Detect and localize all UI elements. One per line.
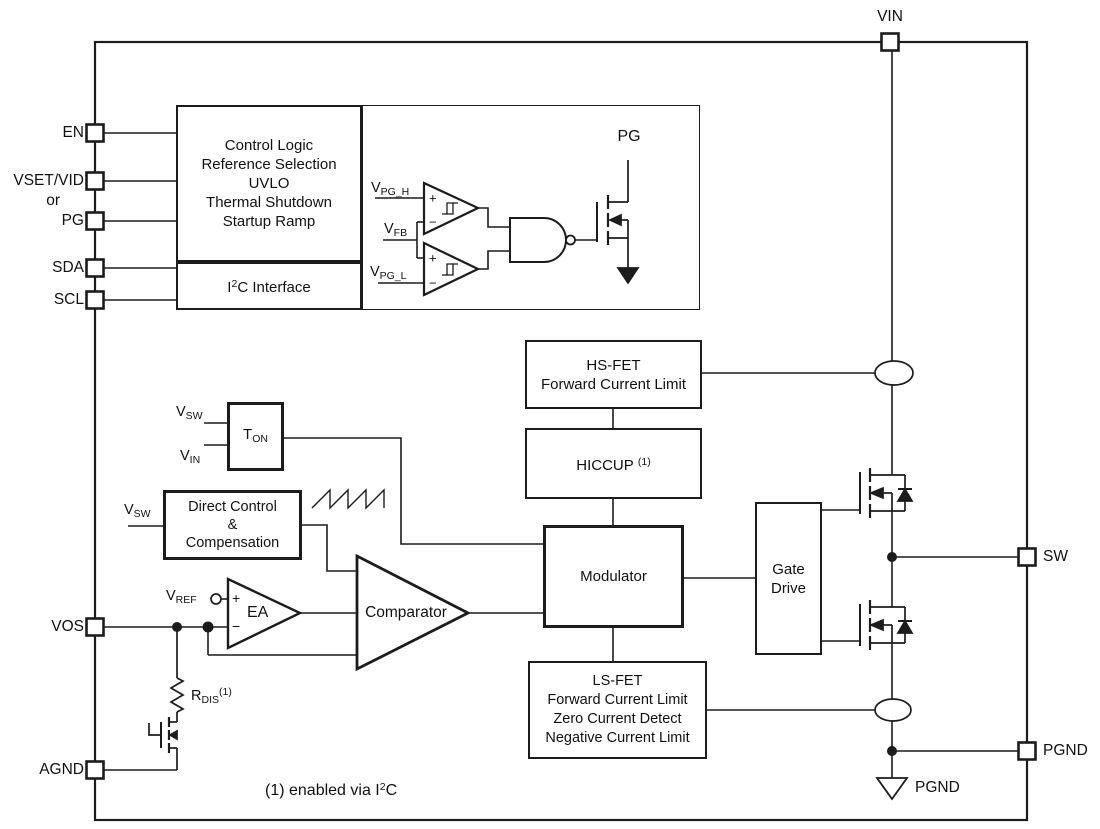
ea-label: EA bbox=[247, 604, 269, 621]
vsw-direct-label: VSW bbox=[124, 502, 151, 520]
direct-control-line: Compensation bbox=[185, 535, 280, 551]
ls-fet-line: Zero Current Detect bbox=[553, 711, 682, 727]
pg-ground-arrow-icon bbox=[616, 267, 640, 285]
comparator-triangle-icon bbox=[355, 553, 472, 672]
power-rail-wires bbox=[891, 51, 1019, 778]
power-good-block bbox=[362, 105, 700, 310]
gate-drive-line: Drive bbox=[770, 579, 806, 597]
discharge-fet-icon bbox=[148, 717, 178, 770]
rdis-resistor-icon bbox=[169, 627, 185, 722]
pg-low-minus-mark: − bbox=[429, 275, 437, 291]
ton-label: TON bbox=[243, 425, 268, 445]
pg-circuit-wires bbox=[375, 197, 597, 284]
pin-square-agnd bbox=[85, 760, 105, 780]
direct-control-line: & bbox=[227, 517, 238, 533]
ea-plus-mark: + bbox=[232, 590, 241, 606]
pin-label-pgnd: PGND bbox=[1043, 742, 1088, 759]
vin-ton-label: VIN bbox=[180, 448, 201, 466]
control-logic-line: Startup Ramp bbox=[222, 213, 316, 230]
i2c-interface-label: I2C Interface bbox=[227, 278, 311, 296]
pin-label-vset-vid: VSET/VID bbox=[13, 172, 84, 189]
pin-squares bbox=[85, 32, 1037, 780]
ground-symbol-label: PGND bbox=[915, 779, 960, 796]
vref-label: VREF bbox=[166, 588, 197, 606]
vfb-label: VFB bbox=[384, 221, 408, 239]
current-sense-top-icon bbox=[874, 360, 914, 386]
ls-fet-line: Negative Current Limit bbox=[545, 730, 690, 746]
pgnd-ground-symbol-icon bbox=[875, 777, 909, 801]
gate-drive-line: Gate bbox=[772, 560, 805, 578]
control-logic-line: Thermal Shutdown bbox=[206, 194, 332, 211]
high-side-fet-icon bbox=[859, 468, 914, 518]
direct-control-block: Direct Control & Compensation bbox=[163, 490, 302, 560]
gate-drive-block: Gate Drive bbox=[755, 502, 822, 655]
sawtooth-waveform-icon bbox=[311, 488, 385, 510]
pg-output-label: PG bbox=[617, 128, 641, 145]
pin-label-or: or bbox=[46, 192, 60, 209]
current-sense-bottom-icon bbox=[874, 698, 912, 722]
pin-wires bbox=[104, 132, 228, 771]
block-interconnect-wires bbox=[612, 372, 877, 711]
ls-fet-line: Forward Current Limit bbox=[547, 692, 688, 708]
control-logic-line: Reference Selection bbox=[201, 156, 337, 173]
pin-label-vin: VIN bbox=[877, 8, 903, 25]
pin-square-pgnd bbox=[1017, 741, 1037, 761]
pin-square-scl bbox=[85, 290, 105, 310]
pg-fet-icon bbox=[596, 160, 640, 285]
i2c-interface-block: I2C Interface bbox=[176, 262, 362, 310]
hs-fet-current-limit-block: HS-FET Forward Current Limit bbox=[525, 340, 702, 409]
modulator-block: Modulator bbox=[543, 525, 684, 628]
pg-low-plus-mark: + bbox=[429, 250, 437, 266]
hs-fet-line: Forward Current Limit bbox=[540, 375, 687, 393]
pin-square-vin bbox=[880, 32, 900, 52]
error-amplifier-icon bbox=[226, 577, 303, 650]
ton-block: TON bbox=[227, 402, 284, 471]
modulator-label: Modulator bbox=[580, 568, 647, 585]
pin-label-sw: SW bbox=[1043, 548, 1068, 565]
vpgl-label: VPG_L bbox=[370, 264, 407, 282]
ls-fet-current-limit-block: LS-FET Forward Current Limit Zero Curren… bbox=[528, 661, 707, 759]
pin-label-agnd: AGND bbox=[39, 761, 84, 778]
ea-minus-mark: − bbox=[232, 618, 241, 634]
body-diode-icon bbox=[896, 619, 914, 634]
pin-square-vos bbox=[85, 617, 105, 637]
pin-square-sda bbox=[85, 258, 105, 278]
pin-label-en: EN bbox=[62, 124, 84, 141]
pin-label-pg: PG bbox=[61, 212, 84, 229]
hiccup-label: HICCUP (1) bbox=[576, 455, 651, 474]
control-logic-block: Control Logic Reference Selection UVLO T… bbox=[176, 105, 362, 262]
pin-label-vos: VOS bbox=[51, 618, 84, 635]
pg-comparator-low-icon bbox=[422, 241, 481, 297]
chip-outline bbox=[93, 40, 1029, 822]
comparator-label: Comparator bbox=[365, 604, 447, 621]
nand-gate-icon bbox=[509, 217, 576, 263]
control-logic-line: Control Logic bbox=[224, 137, 314, 154]
control-logic-line: UVLO bbox=[248, 175, 290, 192]
pin-square-pg bbox=[85, 211, 105, 231]
low-side-fet-icon bbox=[859, 600, 914, 650]
direct-control-line: Direct Control bbox=[188, 499, 277, 515]
vsw-ton-label: VSW bbox=[176, 404, 203, 422]
pin-label-scl: SCL bbox=[53, 291, 84, 308]
ls-fet-line: LS-FET bbox=[592, 673, 643, 689]
footnote: (1) enabled via I2C bbox=[265, 781, 398, 799]
pin-label-sda: SDA bbox=[52, 259, 84, 276]
pg-high-minus-mark: − bbox=[429, 214, 437, 230]
hiccup-block: HICCUP (1) bbox=[525, 428, 702, 499]
vpgh-label: VPG_H bbox=[371, 180, 410, 198]
body-diode-icon bbox=[896, 487, 914, 502]
pg-high-plus-mark: + bbox=[429, 190, 437, 206]
pin-square-sw bbox=[1017, 547, 1037, 567]
junction-dots bbox=[172, 552, 897, 756]
vref-node-icon bbox=[210, 593, 222, 605]
rdis-label: RDIS(1) bbox=[191, 686, 232, 706]
pin-square-en bbox=[85, 123, 105, 143]
control-path-wires bbox=[128, 422, 543, 656]
pg-comparator-high-icon bbox=[422, 181, 481, 236]
hs-fet-line: HS-FET bbox=[586, 356, 641, 374]
pin-square-vsetvid bbox=[85, 171, 105, 191]
